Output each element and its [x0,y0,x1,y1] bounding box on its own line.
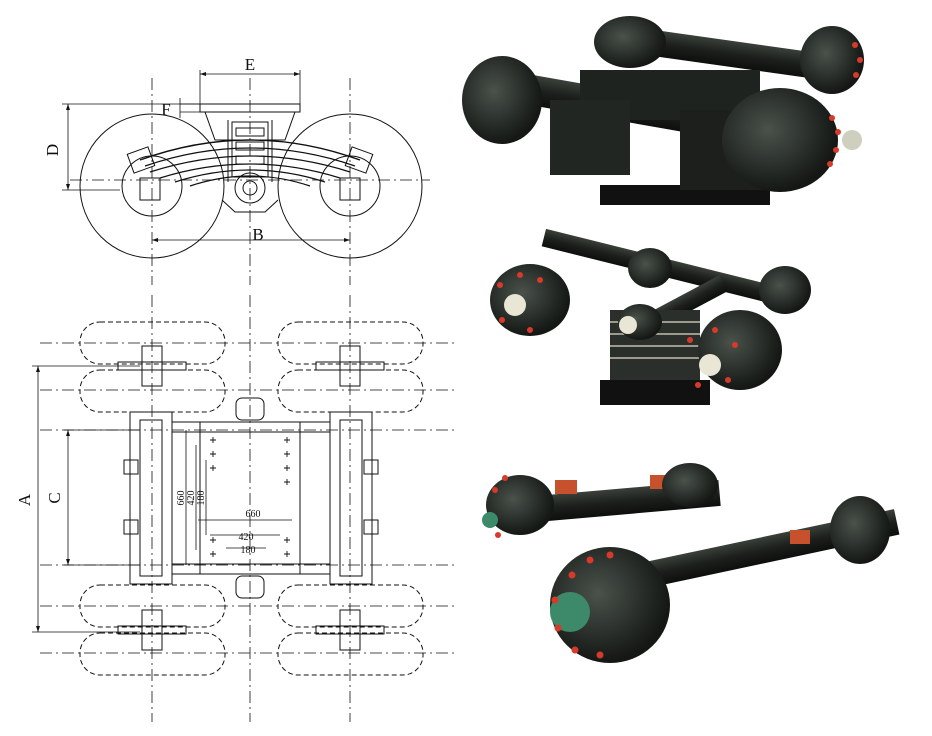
drawings-svg: E F D B [15,55,455,722]
dim-vertical-3: 180 [196,491,207,506]
dim-label-f: F [161,100,170,119]
top-view-drawing [32,295,455,722]
dim-horizontal-2: 420 [239,532,254,543]
dim-label-a: A [15,493,34,506]
photos-svg [462,16,900,663]
dim-label-e: E [245,55,255,74]
technical-drawings: E F D B [0,0,460,731]
dim-vertical-1: 660 [176,491,187,506]
dim-horizontal-3: 180 [241,545,256,556]
twin-axle-assembly-photo [482,463,900,663]
dim-label-c: C [45,492,64,503]
dim-label-d: D [43,144,62,156]
bogie-suspension-assembly-photo [462,16,864,205]
dim-label-b: B [252,225,263,244]
side-view-drawing [62,70,430,285]
dim-vertical-2: 420 [186,491,197,506]
single-point-suspension-photo [490,228,811,405]
dim-horizontal-1: 660 [246,509,261,520]
product-photos [460,0,932,731]
